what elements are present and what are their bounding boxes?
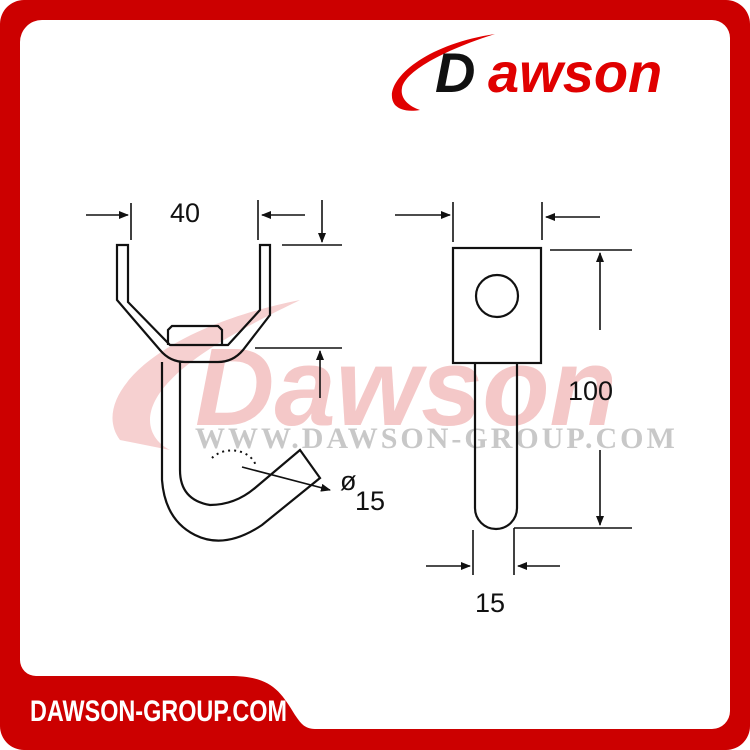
hook-dotted-circle [211,449,257,467]
side-view [451,246,543,531]
diameter-label-15: 15 [355,486,385,516]
footer-url-link[interactable]: DAWSON-GROUP.COM [30,695,287,728]
hook-body [160,362,322,542]
width-label-40: 40 [170,198,200,228]
watermark-swoosh [112,300,300,450]
hex-nut [166,324,224,345]
u-bracket [115,243,272,364]
head-hole [474,273,520,319]
diameter-symbol: ø [340,466,357,496]
logo-rest: awson [488,41,662,104]
dawson-logo[interactable]: D awson [380,30,710,120]
logo-letter-d: D [435,41,475,104]
watermark-logo: Dawson [195,326,617,449]
side-dimensions [395,202,632,575]
front-view [115,243,322,542]
watermark-url: WWW.DAWSON-GROUP.COM [195,422,678,455]
logo-swoosh [391,34,495,111]
shank [473,364,519,531]
width-label-15: 15 [475,588,505,618]
head-block [451,246,543,365]
front-dimensions [86,200,342,492]
height-label-100: 100 [568,376,613,406]
